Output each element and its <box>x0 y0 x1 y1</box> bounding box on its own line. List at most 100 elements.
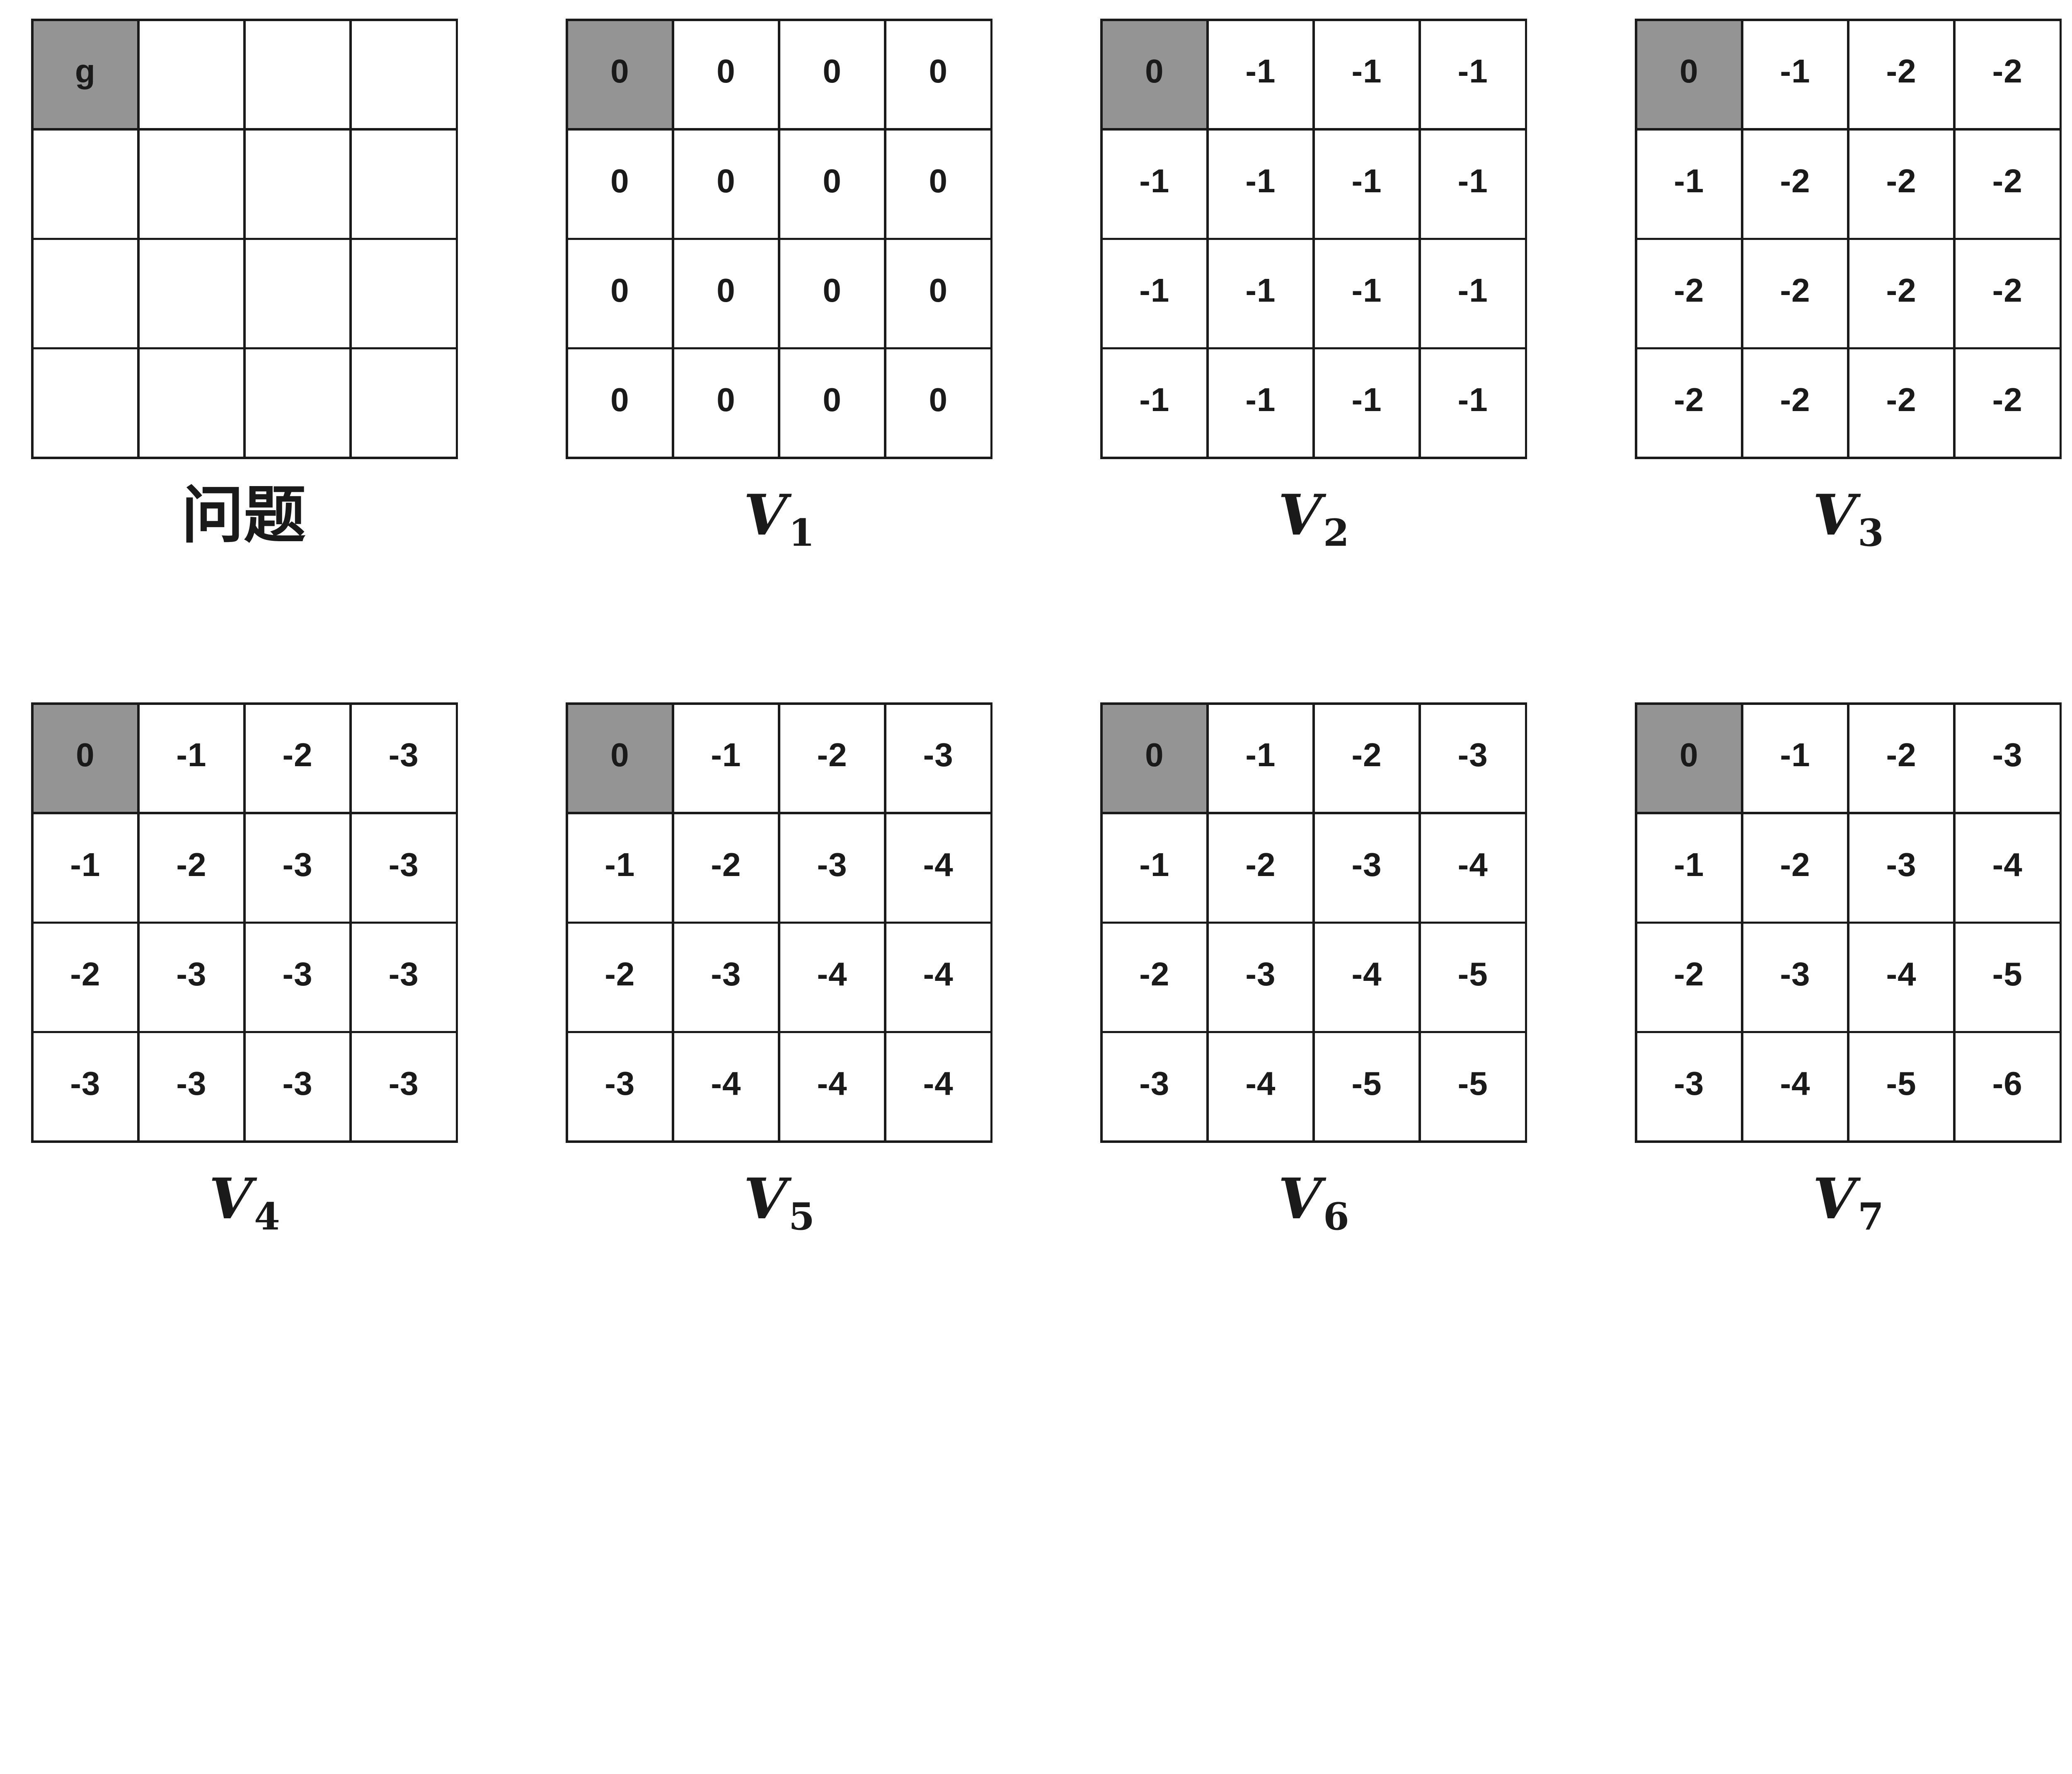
grid-cell: -1 <box>139 704 244 812</box>
grid-cell: -3 <box>1314 814 1419 922</box>
grid-cell: -1 <box>1314 21 1419 128</box>
grid-cell: -4 <box>1208 1033 1313 1140</box>
grid-cell: -4 <box>886 814 990 922</box>
label-v6-sub: 6 <box>1323 1195 1349 1239</box>
grid-cell: 0 <box>886 21 990 128</box>
label-v1-text: V <box>743 482 787 548</box>
label-problem-text: 问题 <box>181 478 306 552</box>
grid-cell: -2 <box>1849 240 1953 347</box>
grid-cell: -1 <box>1208 21 1313 128</box>
grid-cell: 0 <box>780 21 884 128</box>
grid-cell: -5 <box>1314 1033 1419 1140</box>
panel-v2: 0-1-1-1-1-1-1-1-1-1-1-1-1-1-1-1 V2 <box>1100 19 1527 555</box>
grid-cell: -1 <box>1102 349 1207 457</box>
grid-cell: -3 <box>245 924 350 1031</box>
grid-cell: -4 <box>1955 814 2060 922</box>
grid-cell: -2 <box>1208 814 1313 922</box>
grid-cell: -2 <box>1849 704 1953 812</box>
grid-cell: -1 <box>1421 21 1525 128</box>
grid-cell: -3 <box>139 1033 244 1140</box>
grid-cell <box>351 349 456 457</box>
grid-cell: -2 <box>1637 349 1741 457</box>
grid-cell: 0 <box>886 349 990 457</box>
grid-cell <box>139 130 244 238</box>
grid-cell: -2 <box>568 924 672 1031</box>
label-v5-sub: 5 <box>789 1195 815 1239</box>
label-v4-sub: 4 <box>254 1195 280 1239</box>
grid-cell: 0 <box>1102 704 1207 812</box>
label-v3-text: V <box>1813 482 1857 548</box>
grid-cell: -4 <box>674 1033 778 1140</box>
grid-cell <box>139 349 244 457</box>
grid-cell: 0 <box>1102 21 1207 128</box>
grid-cell: -1 <box>1208 704 1313 812</box>
grid-v2: 0-1-1-1-1-1-1-1-1-1-1-1-1-1-1-1 <box>1100 19 1527 459</box>
grid-cell: -1 <box>1421 349 1525 457</box>
grid-cell: -4 <box>1743 1033 1847 1140</box>
label-v6-text: V <box>1278 1165 1322 1232</box>
label-v1-sub: 1 <box>789 511 815 555</box>
label-v4: V4 <box>31 1166 458 1239</box>
grid-cell: 0 <box>886 240 990 347</box>
grid-cell: -5 <box>1849 1033 1953 1140</box>
grid-cell: -1 <box>1421 240 1525 347</box>
grid-cell: -5 <box>1955 924 2060 1031</box>
grid-cell: -3 <box>1102 1033 1207 1140</box>
grid-cell <box>139 21 244 128</box>
panel-v7: 0-1-2-3-1-2-3-4-2-3-4-5-3-4-5-6 V7 <box>1635 702 2062 1239</box>
grid-cell <box>33 240 138 347</box>
grid-cell: -2 <box>1955 349 2060 457</box>
label-problem: 问题 <box>31 482 458 548</box>
grid-cell: -2 <box>1955 130 2060 238</box>
grid-cell: -3 <box>139 924 244 1031</box>
grid-problem: g <box>31 19 458 459</box>
grid-cell: -2 <box>1637 240 1741 347</box>
grid-cell: -2 <box>33 924 138 1031</box>
grid-cell: -3 <box>780 814 884 922</box>
grid-cell: -4 <box>886 924 990 1031</box>
grid-cell: -2 <box>1102 924 1207 1031</box>
grid-cell: 0 <box>568 130 672 238</box>
grid-cell: -1 <box>1102 814 1207 922</box>
grid-cell: -3 <box>351 814 456 922</box>
grid-cell: -1 <box>1637 814 1741 922</box>
grid-cell: -1 <box>1208 240 1313 347</box>
grid-cell: -3 <box>568 1033 672 1140</box>
grid-cell: -2 <box>1849 349 1953 457</box>
grid-cell <box>245 21 350 128</box>
grid-cell: -1 <box>1421 130 1525 238</box>
label-v6: V6 <box>1100 1165 1527 1239</box>
grid-cell: -2 <box>1849 130 1953 238</box>
grid-cell <box>245 240 350 347</box>
grid-cell: 0 <box>568 704 672 812</box>
grid-cell: -1 <box>568 814 672 922</box>
label-v7: V7 <box>1635 1166 2062 1239</box>
grid-cell: -2 <box>1314 704 1419 812</box>
grid-cell: -2 <box>1849 21 1953 128</box>
grid-cell: -2 <box>1743 240 1847 347</box>
grid-cell: -2 <box>1743 349 1847 457</box>
grid-cell <box>245 130 350 238</box>
grid-cell: -2 <box>780 704 884 812</box>
grid-cell <box>351 130 456 238</box>
label-v5-text: V <box>743 1165 787 1232</box>
label-v3: V3 <box>1635 482 2062 555</box>
label-v1: V1 <box>566 482 992 555</box>
grid-cell: -1 <box>1314 240 1419 347</box>
grid-cell: 0 <box>674 130 778 238</box>
grid-cell: 0 <box>886 130 990 238</box>
panel-v3: 0-1-2-2-1-2-2-2-2-2-2-2-2-2-2-2 V3 <box>1635 19 2062 555</box>
grid-cell: 0 <box>780 240 884 347</box>
grid-cell: -1 <box>1743 21 1847 128</box>
grid-cell: -3 <box>351 924 456 1031</box>
grid-cell: -3 <box>1421 704 1525 812</box>
grid-cell: -3 <box>1208 924 1313 1031</box>
panel-v5: 0-1-2-3-1-2-3-4-2-3-4-4-3-4-4-4 V5 <box>566 702 992 1239</box>
grid-cell: -3 <box>1849 814 1953 922</box>
label-v2-sub: 2 <box>1323 511 1349 555</box>
grid-cell: -4 <box>1314 924 1419 1031</box>
grid-cell <box>33 349 138 457</box>
